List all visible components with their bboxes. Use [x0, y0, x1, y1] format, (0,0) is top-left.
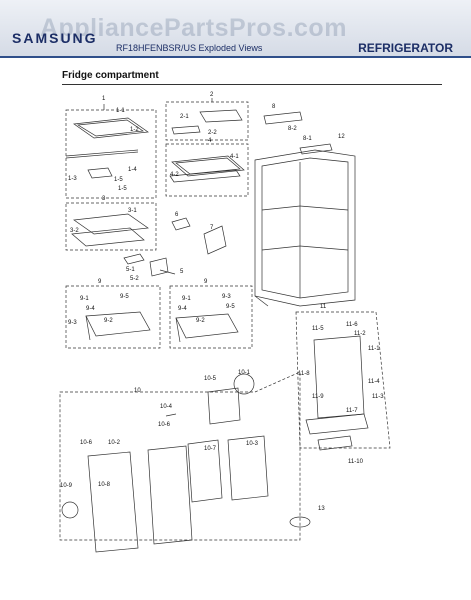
callout-9-1a: 9-1 — [80, 296, 89, 302]
callout-4-2: 4-2 — [170, 172, 179, 178]
callout-10-5: 10-5 — [204, 376, 217, 382]
callout-5: 5 — [180, 269, 184, 275]
part-group-4 — [165, 143, 249, 197]
callout-9-4a: 9-4 — [86, 306, 95, 312]
callout-1-2: 1-2 — [130, 127, 139, 133]
brand-logo: SAMSUNG — [12, 30, 98, 46]
callout-6: 6 — [175, 212, 179, 218]
callout-1-5b: 1-5 — [118, 186, 127, 192]
callout-10-9: 10-9 — [60, 483, 73, 489]
callout-11-3: 11-3 — [372, 394, 384, 400]
callout-11-8: 11-8 — [298, 371, 310, 377]
callout-labels: 1 1-1 1-2 1-3 1-4 1-5 1-5 2 2-1 2-2 4 4-… — [60, 92, 384, 512]
callout-5-1: 5-1 — [126, 267, 135, 273]
callout-11-7: 11-7 — [346, 408, 358, 414]
callout-11-6: 11-6 — [346, 322, 358, 328]
callout-10-7: 10-7 — [204, 446, 217, 452]
watermark-text: AppliancePartsPros.com — [40, 14, 347, 42]
callout-1: 1 — [102, 96, 106, 102]
callout-3-1: 3-1 — [128, 208, 137, 214]
part-group-5-6-7 — [123, 217, 227, 277]
callout-10-1: 10-1 — [238, 370, 251, 376]
callout-11: 11 — [320, 304, 327, 310]
section-title: Fridge compartment — [62, 70, 159, 81]
callout-9-2b: 9-2 — [196, 318, 205, 324]
callout-11-2: 11-2 — [354, 331, 366, 337]
callout-10: 10 — [134, 388, 141, 394]
callout-9b: 9 — [204, 279, 208, 285]
callout-11-5: 11-5 — [312, 326, 324, 332]
callout-5-2: 5-2 — [130, 276, 139, 282]
callout-11-10: 11-10 — [348, 459, 364, 465]
part-group-2 — [165, 98, 249, 141]
callout-2: 2 — [210, 92, 214, 98]
callout-9-4b: 9-4 — [178, 306, 187, 312]
part-13 — [289, 516, 311, 528]
title-rule — [62, 84, 442, 85]
callout-10-2: 10-2 — [108, 440, 121, 446]
callout-10-8: 10-8 — [98, 482, 111, 488]
callout-1-4: 1-4 — [128, 167, 137, 173]
callout-1-1: 1-1 — [116, 108, 125, 114]
part-group-3 — [65, 202, 157, 251]
callout-1-5a: 1-5 — [114, 177, 123, 183]
callout-9-5a: 9-5 — [120, 294, 129, 300]
callout-11-9: 11-9 — [312, 394, 324, 400]
callout-8-2: 8-2 — [288, 126, 297, 132]
callout-12: 12 — [338, 134, 345, 140]
callout-3: 3 — [102, 196, 106, 202]
callout-11-4: 11-4 — [368, 379, 380, 385]
part-group-9 — [65, 285, 253, 349]
callout-11-1: 11-1 — [368, 346, 380, 352]
callout-9-2a: 9-2 — [104, 318, 113, 324]
header-banner: AppliancePartsPros.com SAMSUNG RF18HFENB… — [0, 0, 471, 58]
part-group-1 — [65, 104, 157, 199]
callout-7: 7 — [210, 225, 214, 231]
callout-2-1: 2-1 — [180, 114, 189, 120]
callout-10-3: 10-3 — [246, 441, 259, 447]
part-group-10 — [59, 371, 301, 553]
callout-9-3b: 9-3 — [222, 294, 231, 300]
model-line: RF18HFENBSR/US Exploded Views — [116, 43, 263, 53]
callout-1-3: 1-3 — [68, 176, 77, 182]
callout-3-2: 3-2 — [70, 228, 79, 234]
category-label: REFRIGERATOR — [358, 41, 453, 55]
callout-13: 13 — [318, 506, 325, 512]
part-group-11 — [295, 311, 391, 451]
callout-4-1: 4-1 — [230, 154, 239, 160]
fridge-cabinet — [254, 111, 356, 307]
callout-2-2: 2-2 — [208, 130, 217, 136]
callout-9-3a: 9-3 — [68, 320, 77, 326]
callout-9-5b: 9-5 — [226, 304, 235, 310]
callout-8: 8 — [272, 104, 276, 110]
callout-9-1b: 9-1 — [182, 296, 191, 302]
callout-10-4: 10-4 — [160, 404, 173, 410]
callout-4: 4 — [208, 138, 212, 144]
callout-10-6b: 10-6 — [80, 440, 93, 446]
callout-9a: 9 — [98, 279, 102, 285]
callout-8-1: 8-1 — [303, 136, 312, 142]
callout-10-6a: 10-6 — [158, 422, 171, 428]
